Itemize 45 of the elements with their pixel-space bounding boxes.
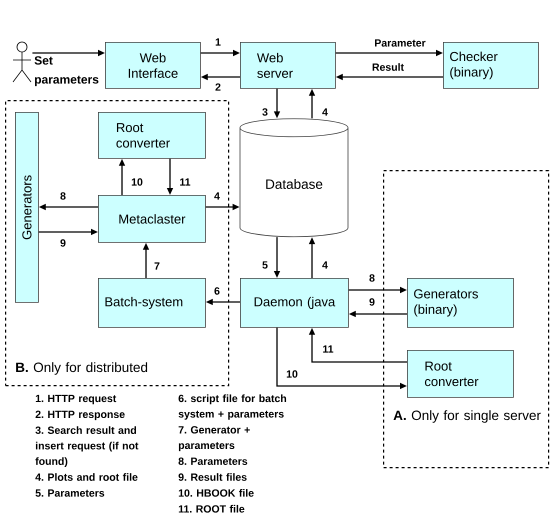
process-box: Checker (binary) (443, 42, 539, 89)
edge-label: 11 (323, 345, 334, 353)
note-text: 9. Result files (178, 473, 247, 481)
note-text: 3. Search result and insert request (if not found) (35, 426, 138, 468)
edge-label: 8 (369, 274, 375, 282)
process-box: Daemon (java (240, 278, 349, 328)
region-label: A. Only for single server (394, 410, 541, 423)
edge-label: 9 (60, 239, 66, 247)
note-text: 4. Plots and root file (35, 473, 138, 481)
edge-label: 8 (60, 192, 66, 200)
edge-label: 3 (262, 108, 268, 116)
process-box: Generators (15, 112, 39, 303)
edge-label: 10 (132, 178, 142, 186)
edge-label: 1 (216, 38, 221, 46)
process-box: Batch-system (98, 278, 206, 328)
caption-text: Set parameters (34, 56, 98, 86)
edge-label: 4 (322, 261, 328, 269)
region-label: B. Only for distributed (16, 362, 148, 375)
edge-label: 4 (322, 108, 328, 116)
edge-label: Result (372, 63, 404, 71)
process-box: Root converter (407, 350, 514, 398)
process-box: Generators (binary) (407, 278, 514, 328)
edge-label: 7 (154, 262, 160, 270)
note-text: 7. Generator + parameters (178, 426, 250, 452)
edge-label: 10 (286, 370, 298, 378)
note-text: 6. script file for batch system + parameters (178, 394, 286, 420)
database-cylinder: Database (240, 118, 348, 238)
note-text: 2. HTTP response (36, 410, 125, 420)
process-box: Metaclaster (98, 195, 206, 243)
edge-label: 2 (215, 83, 220, 91)
edge-label: 4 (214, 192, 220, 200)
process-box: Web server (240, 42, 336, 89)
edge-label: 9 (369, 298, 375, 306)
edge-label: 5 (262, 261, 268, 269)
process-box: Root converter (98, 112, 206, 159)
person-figure (12, 42, 32, 82)
note-text: 5. Parameters (36, 489, 104, 497)
process-box: Web Interface (105, 42, 201, 89)
note-text: 8. Parameters (178, 458, 248, 465)
note-text: 11. ROOT file (178, 504, 244, 513)
edge-label: 6 (214, 287, 220, 295)
edge-label: Parameter (375, 39, 426, 47)
note-text: 1. HTTP request (36, 394, 116, 404)
edge-label: 11 (180, 178, 190, 186)
note-text: 10. HBOOK file (178, 489, 254, 497)
